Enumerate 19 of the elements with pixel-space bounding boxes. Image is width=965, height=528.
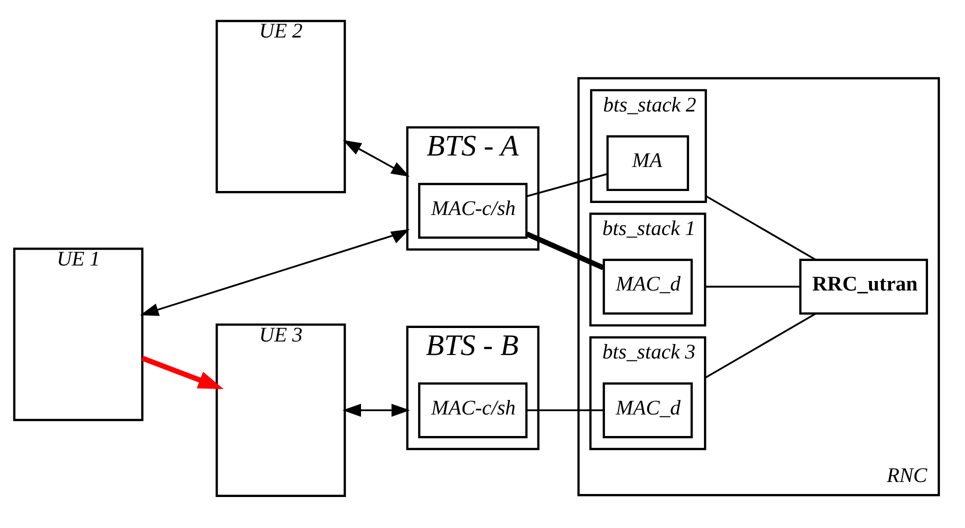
node-box: MA xyxy=(606,135,690,192)
arrow xyxy=(342,404,410,417)
node-box: MAC-c/sh xyxy=(418,182,528,239)
arrow xyxy=(342,140,410,177)
connector xyxy=(526,232,604,270)
node-box: MAC-c/sh xyxy=(418,382,528,438)
node-box: MAC_d xyxy=(602,258,693,315)
node-box: UE 2 xyxy=(216,20,346,194)
connector xyxy=(526,409,604,412)
arrow xyxy=(140,229,410,316)
connector xyxy=(526,173,608,198)
arrow xyxy=(141,356,224,390)
node-box: MAC_d xyxy=(602,382,693,438)
node-box: RRC_utran xyxy=(799,258,928,315)
node-box: UE 3 xyxy=(216,324,346,497)
connector xyxy=(704,312,816,379)
connector xyxy=(705,286,800,288)
node-box: UE 1 xyxy=(13,248,144,422)
connector xyxy=(705,195,816,261)
